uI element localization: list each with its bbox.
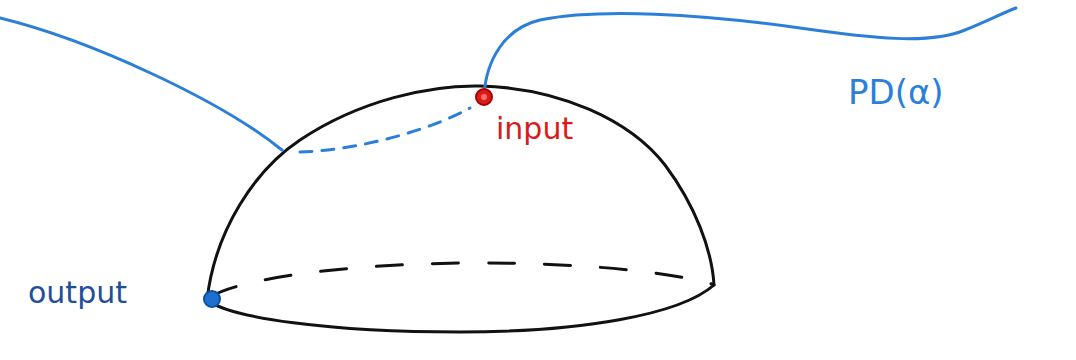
input-point-center (481, 94, 487, 100)
cycle-curve (0, 18, 282, 150)
cycle-label: PD(α) (848, 74, 944, 111)
dome-outline (207, 86, 714, 300)
input-point (476, 89, 492, 105)
input-label: input (496, 112, 573, 145)
output-point (204, 291, 220, 307)
output-label: output (28, 276, 127, 309)
base-back (212, 263, 712, 296)
cycle-curve-hidden (300, 108, 470, 152)
base-front (207, 285, 714, 332)
